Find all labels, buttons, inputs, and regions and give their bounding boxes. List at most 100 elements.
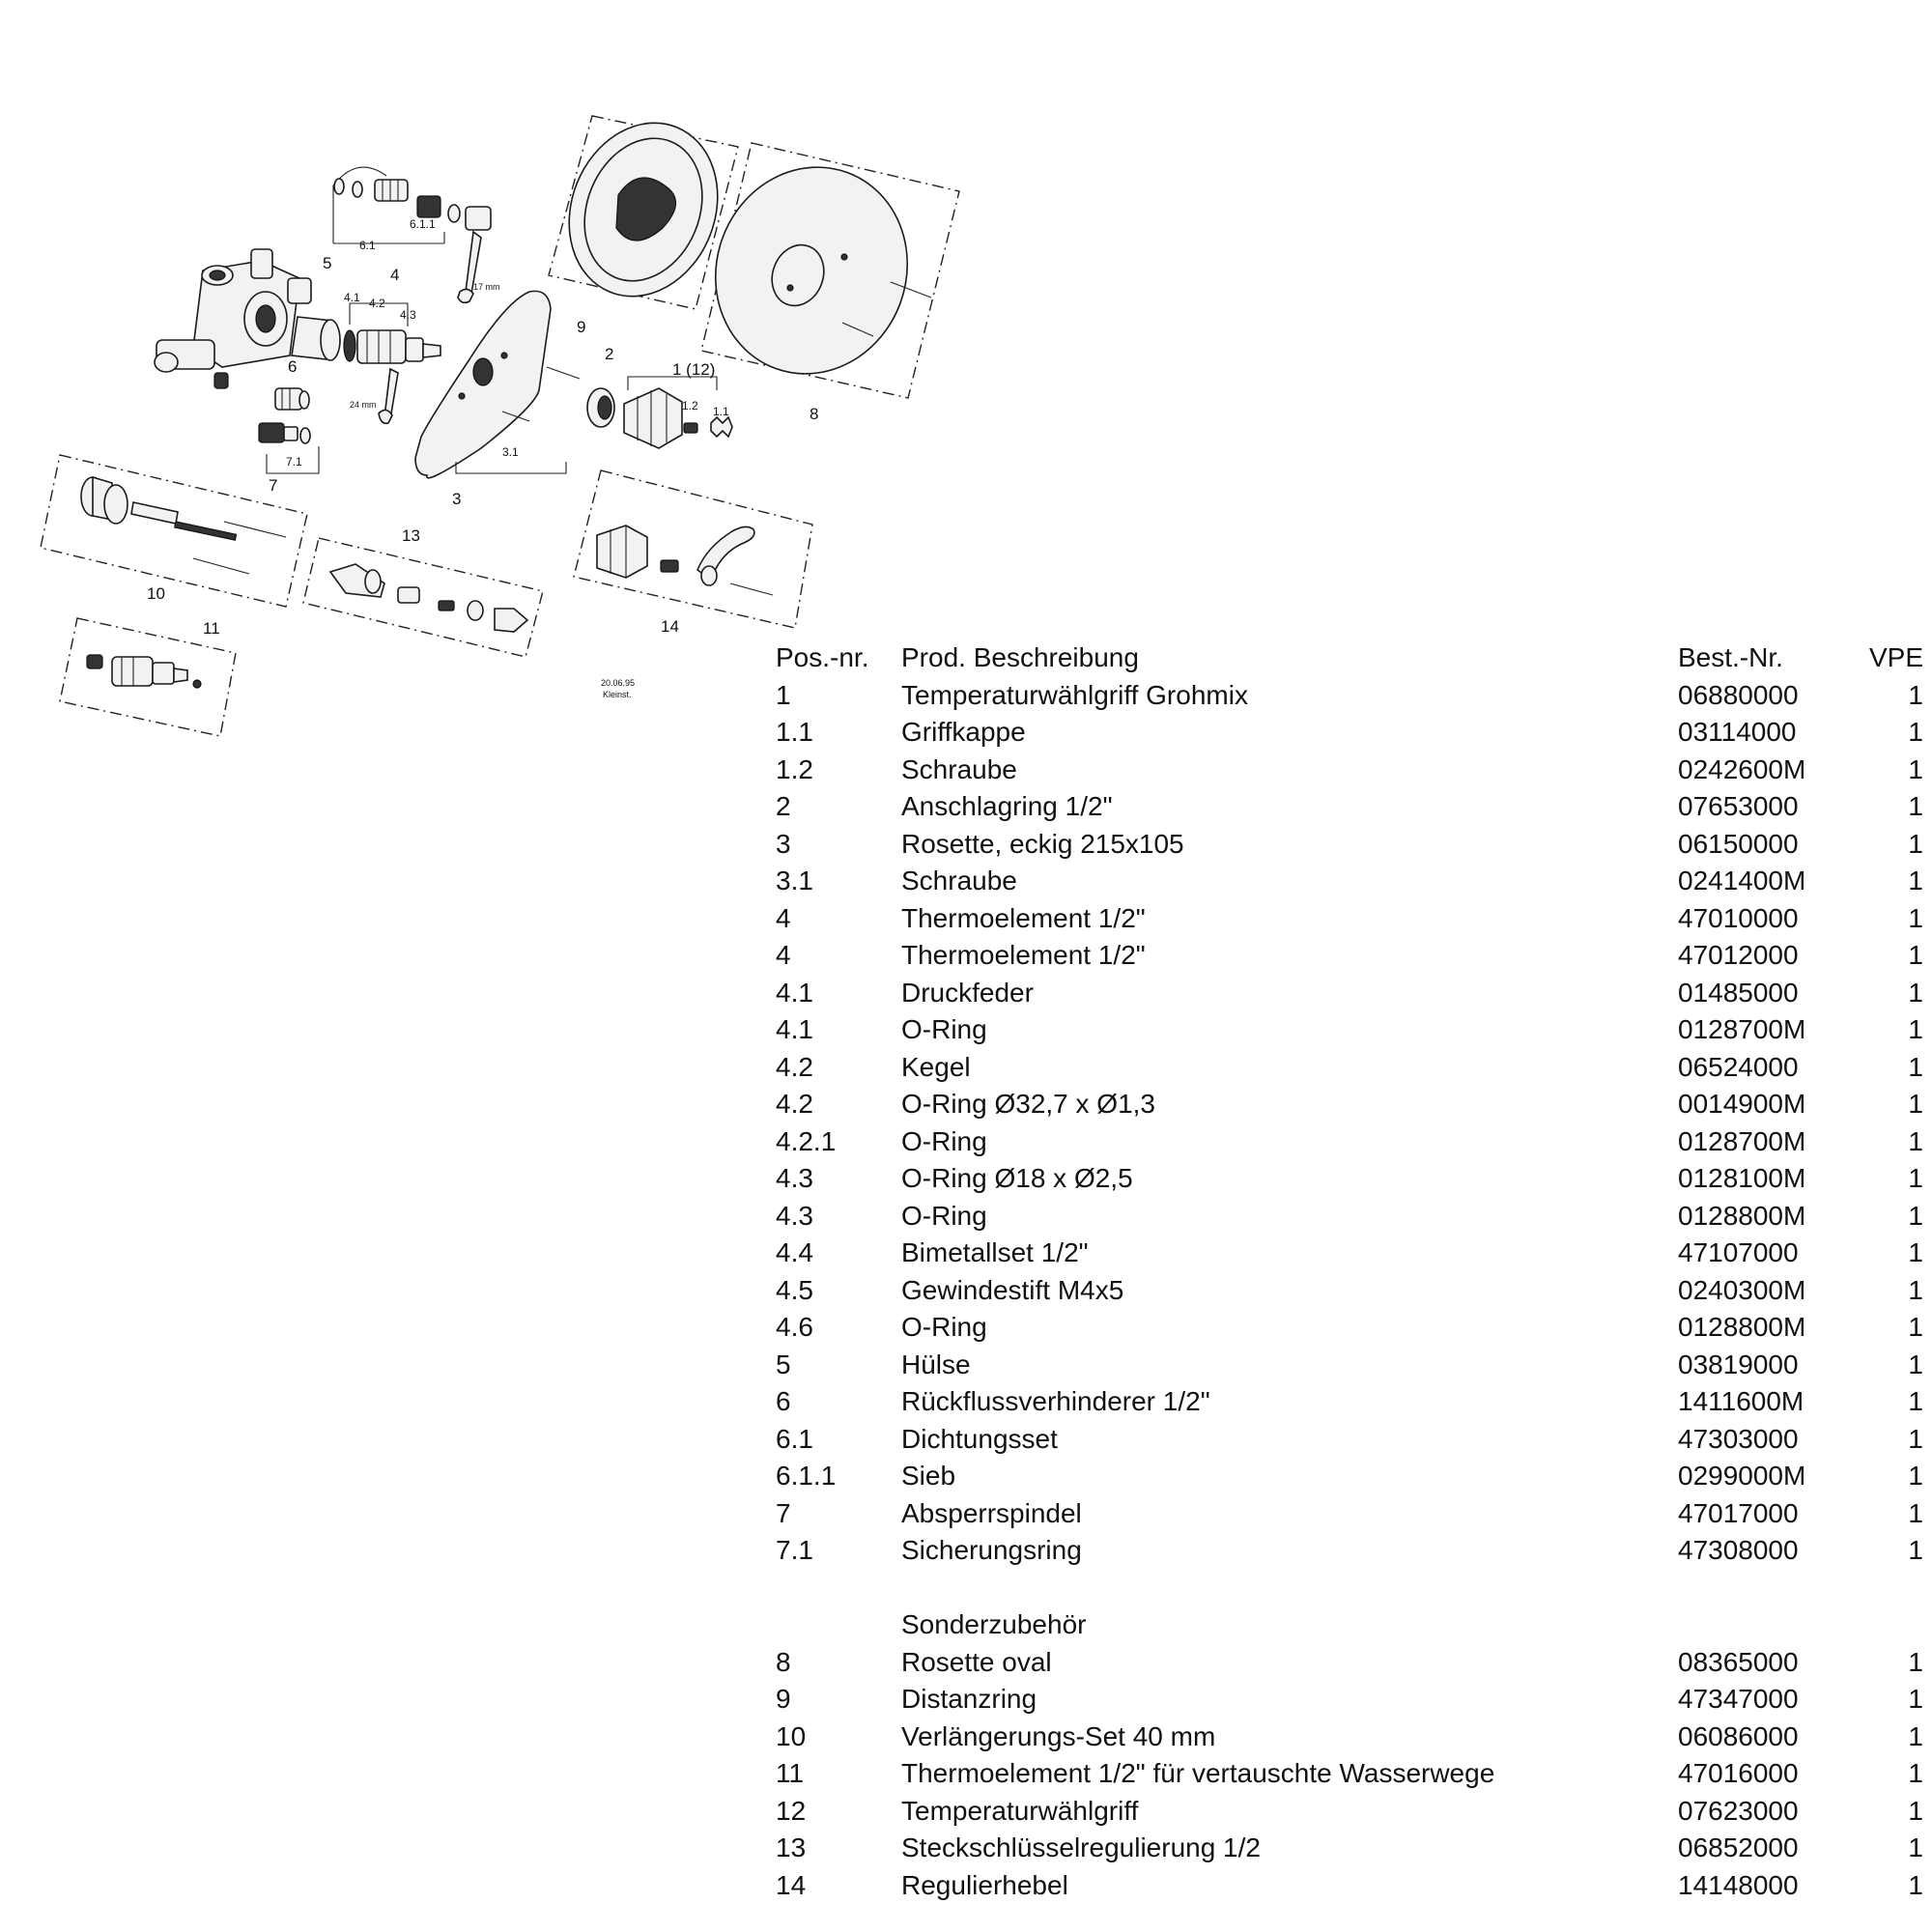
row-description: O-Ring Ø18 x Ø2,5 xyxy=(901,1163,1133,1193)
row-vpe: 1 xyxy=(1908,1758,1923,1788)
row-description: Sieb xyxy=(901,1461,956,1491)
exploded-parts-diagram: 1 (12) 1.1 1.2 2 3 3.1 4 4.1 4.2 4.3 5 6… xyxy=(40,115,960,737)
row-order-number: 0128800M xyxy=(1678,1312,1806,1342)
row-description: Distanzring xyxy=(901,1684,1037,1714)
row-vpe: 1 xyxy=(1908,1684,1923,1714)
accessories-section-title: Sonderzubehör xyxy=(901,1609,1087,1639)
row-pos: 7 xyxy=(776,1497,791,1528)
row-order-number: 03114000 xyxy=(1678,717,1797,747)
row-vpe: 1 xyxy=(1908,902,1923,933)
row-vpe: 1 xyxy=(1908,1869,1923,1900)
row-description: O-Ring xyxy=(901,1200,987,1231)
callout-7-1: 7.1 xyxy=(286,455,302,469)
row-pos: 6.1.1 xyxy=(776,1461,837,1491)
wrench-17mm xyxy=(457,230,482,304)
row-vpe: 1 xyxy=(1908,1423,1923,1454)
row-pos: 4.3 xyxy=(776,1163,813,1193)
row-vpe: 1 xyxy=(1908,1795,1923,1826)
callout-10: 10 xyxy=(147,584,165,603)
callout-11: 11 xyxy=(203,619,220,638)
row-pos: 5 xyxy=(776,1349,791,1379)
callout-1-2: 1.2 xyxy=(682,399,698,412)
table-header-row: Pos.-nr. Prod. Beschreibung Best.-Nr. VP… xyxy=(776,639,1923,677)
row-pos: 4.3 xyxy=(776,1200,813,1231)
row-pos: 12 xyxy=(776,1795,807,1826)
drawing-note-stamp: Kleinst. xyxy=(603,690,632,699)
part-3-rosette xyxy=(414,290,552,479)
row-order-number: 47016000 xyxy=(1678,1758,1799,1788)
row-vpe: 1 xyxy=(1908,1163,1923,1193)
valve-body xyxy=(154,248,312,389)
row-vpe: 1 xyxy=(1908,828,1923,859)
row-pos: 4.6 xyxy=(776,1312,813,1342)
row-order-number: 06880000 xyxy=(1678,679,1799,710)
part-11-thermoelement xyxy=(86,654,202,689)
row-pos: 2 xyxy=(776,791,791,821)
row-vpe: 1 xyxy=(1908,1386,1923,1416)
row-description: Schraube xyxy=(901,753,1017,784)
row-vpe: 1 xyxy=(1908,1237,1923,1267)
row-vpe: 1 xyxy=(1908,1646,1923,1677)
row-description: Sicherungsring xyxy=(901,1535,1082,1565)
row-order-number: 08365000 xyxy=(1678,1646,1799,1677)
row-description: Regulierhebel xyxy=(901,1869,1068,1900)
row-pos: 1.2 xyxy=(776,753,813,784)
row-vpe: 1 xyxy=(1908,1051,1923,1082)
callout-5: 5 xyxy=(323,254,331,272)
row-order-number: 47303000 xyxy=(1678,1423,1799,1454)
row-description: Dichtungsset xyxy=(901,1423,1058,1454)
row-description: Hülse xyxy=(901,1349,971,1379)
row-description: Temperaturwählgriff Grohmix xyxy=(901,679,1248,710)
row-description: Absperrspindel xyxy=(901,1497,1082,1528)
section-title-row: Sonderzubehör xyxy=(776,1606,1923,1644)
callout-2: 2 xyxy=(605,345,613,363)
row-description: Thermoelement 1/2" xyxy=(901,940,1146,970)
row-vpe: 1 xyxy=(1908,1497,1923,1528)
part-10-extension-set xyxy=(80,475,287,575)
row-description: Temperaturwählgriff xyxy=(901,1795,1139,1826)
row-description: Kegel xyxy=(901,1051,971,1082)
row-pos: 13 xyxy=(776,1833,807,1862)
row-order-number: 06852000 xyxy=(1678,1833,1799,1862)
row-description: Griffkappe xyxy=(901,717,1026,747)
row-vpe: 1 xyxy=(1908,1200,1923,1231)
callout-9: 9 xyxy=(577,318,585,336)
row-pos: 4 xyxy=(776,902,791,933)
row-vpe: 1 xyxy=(1908,1720,1923,1751)
part-1-temperature-handle xyxy=(623,376,733,449)
header-pos: Pos.-nr. xyxy=(776,642,869,672)
row-description: Thermoelement 1/2" für vertauschte Wasse… xyxy=(901,1758,1495,1788)
row-order-number: 14148000 xyxy=(1678,1869,1799,1900)
row-pos: 7.1 xyxy=(776,1535,813,1565)
row-pos: 1 xyxy=(776,679,791,710)
part-8-oval-rosette xyxy=(714,166,932,375)
part-2-stop-ring xyxy=(586,387,615,428)
callout-6-1: 6.1 xyxy=(359,239,376,252)
row-order-number: 0014900M xyxy=(1678,1089,1806,1119)
wrench-size-17mm: 17 mm xyxy=(473,282,500,292)
row-vpe: 1 xyxy=(1908,1833,1923,1862)
row-vpe: 1 xyxy=(1908,679,1923,710)
header-order-number: Best.-Nr. xyxy=(1678,642,1783,672)
row-description: Druckfeder xyxy=(901,977,1034,1008)
row-description: Rückflussverhinderer 1/2" xyxy=(901,1386,1210,1416)
row-description: Rosette oval xyxy=(901,1646,1052,1677)
part-3-1-screws xyxy=(455,366,581,474)
row-vpe: 1 xyxy=(1908,1535,1923,1565)
